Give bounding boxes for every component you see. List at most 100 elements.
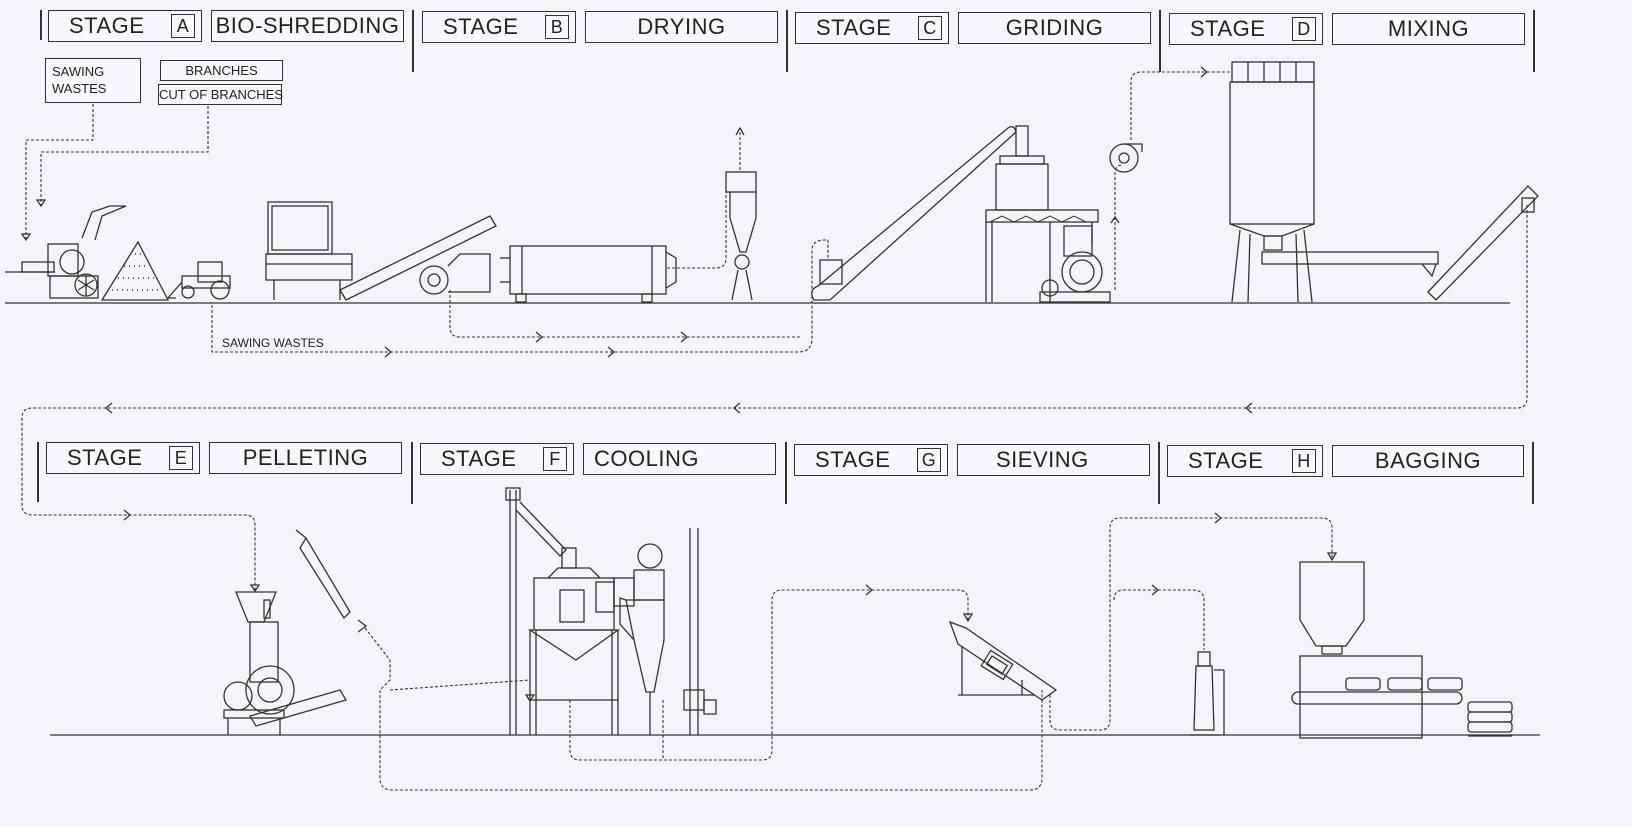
grinding-hopper-frame [985,125,1099,302]
flow-line [211,239,829,353]
stage-f-name: COOLING [583,443,776,475]
stage-separator [1158,442,1160,504]
bagging-machine [1291,561,1463,739]
stage-label: STAGE [1190,16,1266,41]
flow-arrow [535,331,544,343]
cut-of-branches-input-label: CUT OF BRANCHES [158,84,283,105]
flow-line [40,106,209,205]
inclined-conveyor [339,215,497,301]
stage-label: STAGE [69,13,145,38]
stage-separator [412,10,414,72]
stage-a-name: BIO-SHREDDING [211,10,404,42]
stage-g-box: STAGE G [794,444,948,476]
stage-e-name: PELLETING [209,442,402,474]
flow-line [1130,71,1230,140]
flow-arrow [735,126,745,136]
flow-arrow [384,346,393,358]
flow-arrow [1326,552,1338,562]
stage-separator [411,442,413,504]
flow-arrow [1244,402,1253,414]
flow-arrow [962,613,974,623]
flow-line [569,589,969,761]
sawing-wastes-input-label: SAWING WASTES [45,58,141,103]
input-label-line: WASTES [52,81,107,96]
flow-arrows [20,66,1338,703]
flow-line [449,290,800,338]
stage-label: STAGE [1188,448,1264,473]
stage-letter: G [917,448,941,472]
tractor-loader [166,261,231,300]
flow-line [25,104,94,240]
transfer-fan [1109,143,1143,173]
stage-separator [785,442,787,504]
receiving-hopper [265,201,353,300]
hammer-mill [1039,225,1111,303]
flow-line [389,679,531,700]
stage-letter: F [543,447,567,471]
counterflow-cooler [527,547,635,735]
flow-line [364,627,1043,791]
stage-separator [1532,442,1534,504]
flow-arrow [104,402,113,414]
flow-arrow [357,619,368,633]
stage-d-box: STAGE D [1169,13,1323,45]
stage-label: STAGE [67,445,143,470]
bucket-elevator [505,487,567,735]
stage-letter: C [918,16,942,40]
flow-arrow [20,233,32,242]
stage-a-box: STAGE A [48,10,202,42]
pellet-return-conveyor [295,529,351,620]
stage-letter: A [171,14,195,38]
stage-b-box: STAGE B [422,11,576,43]
rotary-dryer-drum [500,245,677,303]
branches-input-label: BRANCHES [160,60,283,81]
flow-arrow [35,199,47,208]
stage-letter: D [1292,17,1316,41]
stage-e-box: STAGE E [46,442,200,474]
flow-arrow [732,402,741,414]
small-bag-filler [1190,651,1225,736]
feed-bucket [819,259,843,285]
stage-h-name: BAGGING [1332,445,1524,477]
flow-lines [21,71,1528,791]
flow-arrow [865,584,874,596]
stage-label: STAGE [815,447,891,472]
stage-label: STAGE [443,14,519,39]
flow-arrow [607,346,616,358]
burner-fan [419,253,491,295]
flow-arrow [1200,66,1209,78]
stage-letter: H [1292,449,1316,473]
stage-f-box: STAGE F [420,443,574,475]
flow-line [1113,589,1205,650]
cooler-cyclone [619,528,717,735]
flow-arrow [1110,215,1120,224]
flow-arrow [1151,584,1160,596]
stage-separator [1159,10,1161,72]
pellet-mill [223,591,347,735]
flow-line [666,185,727,269]
flow-arrow [249,584,261,593]
dust-cyclone [725,171,757,301]
flow-line [1049,517,1333,731]
inclined-elevator [1427,185,1539,301]
stage-letter: E [169,446,193,470]
stage-d-name: MIXING [1332,13,1525,45]
stage-b-name: DRYING [585,11,778,43]
bio-shredder-machine [5,205,127,299]
flow-line [21,205,1528,590]
stage-c-box: STAGE C [795,12,949,44]
stage-separator [1533,10,1535,72]
sawing-wastes-flow-label: SAWING WASTES [222,336,324,350]
vibrating-sieve [948,620,1058,701]
bag-pallet-stack [1467,701,1513,737]
flow-arrow [680,331,689,343]
discharge-screw-conveyor [1261,251,1439,278]
flow-line [1114,164,1123,290]
flow-arrow [1214,512,1223,524]
stage-label: STAGE [441,446,517,471]
stage-label: STAGE [816,15,892,40]
stage-h-box: STAGE H [1167,445,1323,477]
stage-separator [786,10,788,72]
